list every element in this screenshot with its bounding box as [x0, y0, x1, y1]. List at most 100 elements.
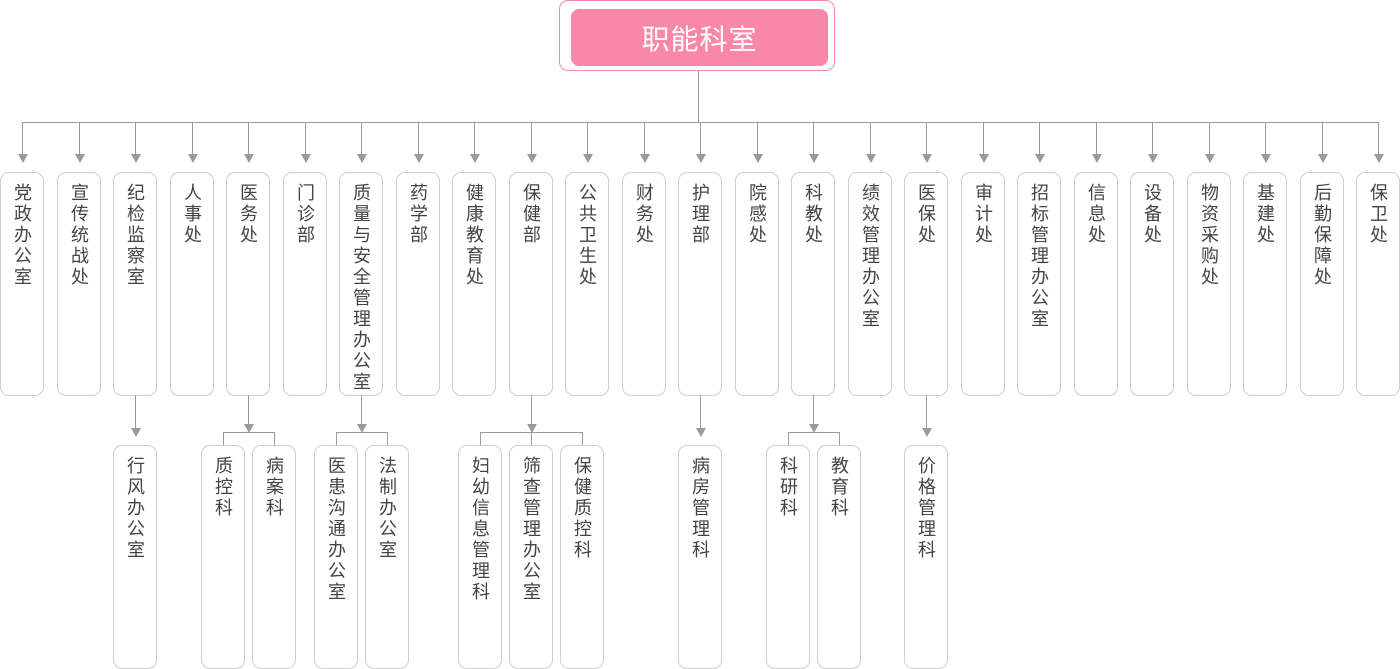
node-label: 医保处 — [915, 183, 936, 246]
department-node[interactable]: 科教处 — [791, 172, 835, 396]
arrow-down-icon — [639, 154, 650, 163]
arrow-down-icon — [356, 424, 367, 433]
arrow-down-icon — [695, 154, 706, 163]
sub-department-node[interactable]: 病房管理科 — [678, 445, 722, 669]
department-node[interactable]: 招标管理办公室 — [1017, 172, 1061, 396]
department-node[interactable]: 人事处 — [170, 172, 214, 396]
node-label: 病房管理科 — [689, 456, 710, 561]
sub-department-node[interactable]: 教育科 — [817, 445, 861, 669]
node-label: 绩效管理办公室 — [859, 183, 880, 330]
department-node[interactable]: 后勤保障处 — [1300, 172, 1344, 396]
department-node[interactable]: 药学部 — [396, 172, 440, 396]
connector-line — [1322, 122, 1323, 158]
department-node[interactable]: 信息处 — [1074, 172, 1118, 396]
arrow-down-icon — [1091, 154, 1102, 163]
connector-line — [813, 395, 814, 425]
department-node[interactable]: 纪检监察室 — [113, 172, 157, 396]
arrow-down-icon — [1373, 154, 1384, 163]
arrow-down-icon — [808, 154, 819, 163]
connector-line — [223, 432, 224, 445]
connector-line — [587, 122, 588, 158]
department-node[interactable]: 宣传统战处 — [57, 172, 101, 396]
trunk-line — [698, 71, 699, 123]
department-node[interactable]: 质量与安全管理办公室 — [339, 172, 383, 396]
root-node[interactable]: 职能科室 — [559, 0, 835, 71]
department-node[interactable]: 公共卫生处 — [565, 172, 609, 396]
sub-department-node[interactable]: 质控科 — [201, 445, 245, 669]
department-node[interactable]: 党政办公室 — [0, 172, 44, 396]
node-label: 纪检监察室 — [124, 183, 145, 288]
sub-department-node[interactable]: 行风办公室 — [113, 445, 157, 669]
department-node[interactable]: 绩效管理办公室 — [848, 172, 892, 396]
connector-line — [248, 122, 249, 158]
node-label: 财务处 — [633, 183, 654, 246]
node-label: 设备处 — [1141, 183, 1162, 246]
sub-department-node[interactable]: 筛查管理办公室 — [509, 445, 553, 669]
node-label: 行风办公室 — [124, 456, 145, 561]
sub-department-node[interactable]: 科研科 — [766, 445, 810, 669]
node-label: 宣传统战处 — [68, 183, 89, 288]
department-node[interactable]: 健康教育处 — [452, 172, 496, 396]
node-label: 院感处 — [746, 183, 767, 246]
node-label: 质控科 — [212, 456, 233, 519]
department-node[interactable]: 保健部 — [509, 172, 553, 396]
department-node[interactable]: 设备处 — [1130, 172, 1174, 396]
arrow-down-icon — [74, 154, 85, 163]
department-node[interactable]: 门诊部 — [283, 172, 327, 396]
node-label: 门诊部 — [294, 183, 315, 246]
node-label: 法制办公室 — [376, 456, 397, 561]
connector-line — [1096, 122, 1097, 158]
node-label: 保健质控科 — [571, 456, 592, 561]
node-label: 审计处 — [972, 183, 993, 246]
sub-department-node[interactable]: 医患沟通办公室 — [314, 445, 358, 669]
connector-line — [531, 395, 532, 425]
connector-line — [336, 432, 337, 445]
arrow-down-icon — [300, 154, 311, 163]
node-label: 价格管理科 — [915, 456, 936, 561]
connector-line — [135, 395, 136, 432]
connector-line — [788, 432, 789, 445]
node-label: 教育科 — [828, 456, 849, 519]
sub-department-node[interactable]: 妇幼信息管理科 — [458, 445, 502, 669]
arrow-down-icon — [469, 154, 480, 163]
sub-department-node[interactable]: 价格管理科 — [904, 445, 948, 669]
department-node[interactable]: 基建处 — [1243, 172, 1287, 396]
department-node[interactable]: 院感处 — [735, 172, 779, 396]
arrow-down-icon — [978, 154, 989, 163]
connector-line — [700, 395, 701, 432]
sub-department-node[interactable]: 病案科 — [252, 445, 296, 669]
node-label: 保健部 — [520, 183, 541, 246]
connector-line — [1152, 122, 1153, 158]
arrow-down-icon — [187, 154, 198, 163]
node-label: 护理部 — [689, 183, 710, 246]
arrow-down-icon — [526, 424, 537, 433]
connector-line — [926, 122, 927, 158]
node-label: 科研科 — [777, 456, 798, 519]
department-node[interactable]: 审计处 — [961, 172, 1005, 396]
connector-line — [644, 122, 645, 158]
node-label: 保卫处 — [1367, 183, 1388, 246]
sub-department-node[interactable]: 法制办公室 — [365, 445, 409, 669]
connector-line — [305, 122, 306, 158]
sub-department-node[interactable]: 保健质控科 — [560, 445, 604, 669]
department-node[interactable]: 财务处 — [622, 172, 666, 396]
connector-line — [480, 432, 481, 445]
department-node[interactable]: 医保处 — [904, 172, 948, 396]
branch-bar-line — [336, 432, 388, 433]
department-node[interactable]: 医务处 — [226, 172, 270, 396]
connector-line — [813, 122, 814, 158]
node-label: 质量与安全管理办公室 — [350, 183, 371, 393]
connector-line — [1209, 122, 1210, 158]
root-node-label: 职能科室 — [571, 9, 828, 66]
arrow-down-icon — [921, 154, 932, 163]
connector-line — [79, 122, 80, 158]
node-label: 妇幼信息管理科 — [469, 456, 490, 603]
arrow-down-icon — [413, 154, 424, 163]
department-node[interactable]: 保卫处 — [1356, 172, 1400, 396]
department-node[interactable]: 护理部 — [678, 172, 722, 396]
node-label: 医务处 — [237, 183, 258, 246]
arrow-down-icon — [921, 428, 932, 437]
connector-line — [192, 122, 193, 158]
department-node[interactable]: 物资采购处 — [1187, 172, 1231, 396]
arrow-down-icon — [356, 154, 367, 163]
